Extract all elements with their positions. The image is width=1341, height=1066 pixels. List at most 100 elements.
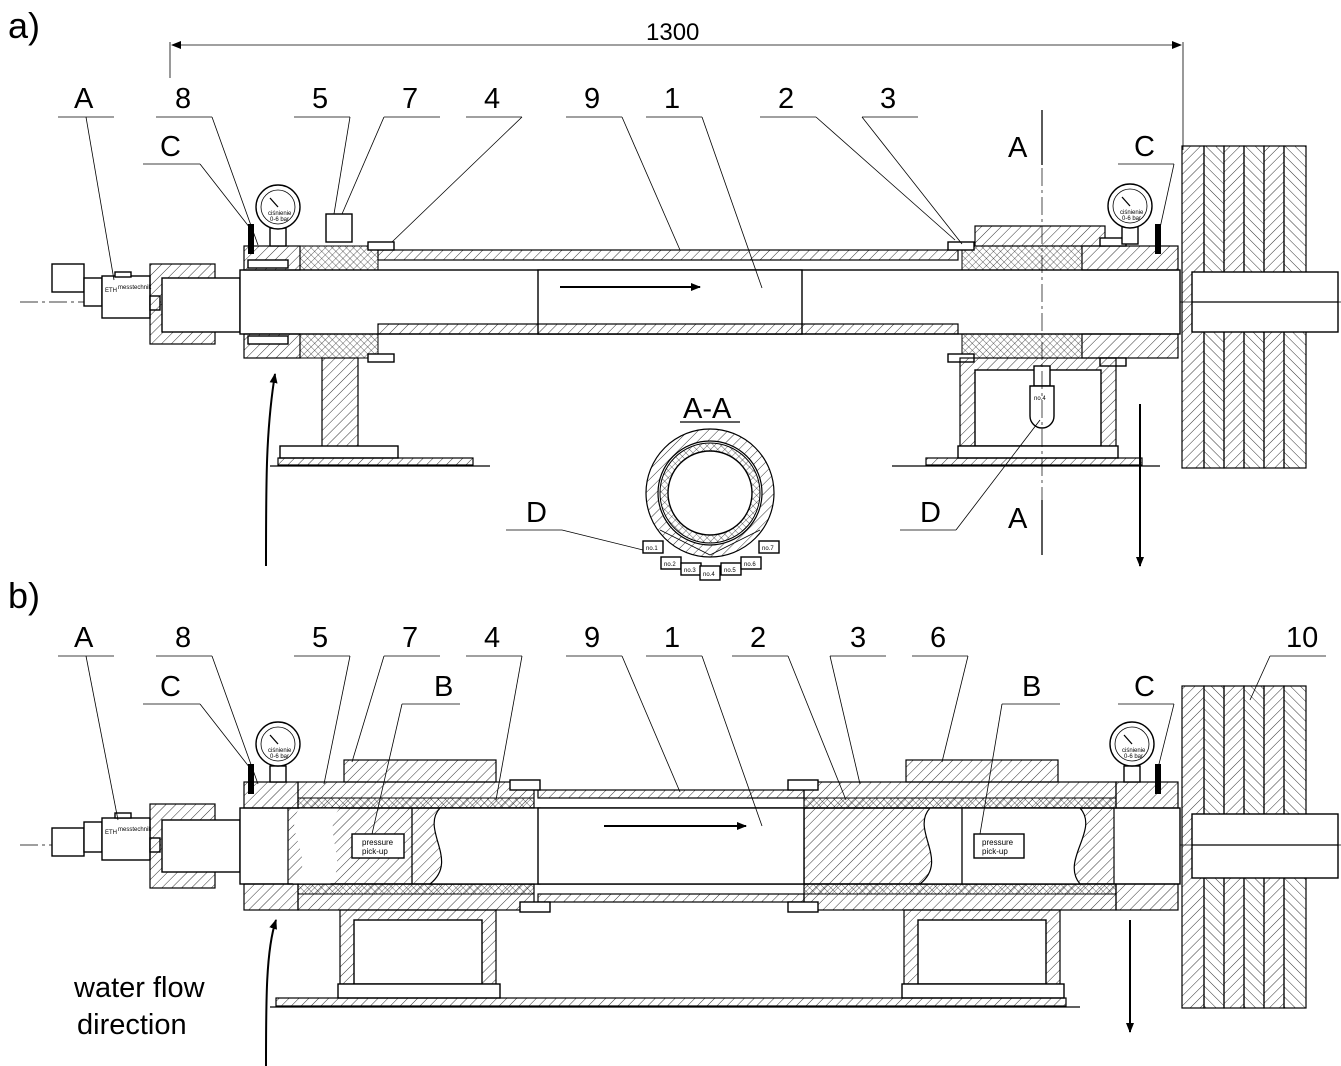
flywheel-a xyxy=(1181,145,1339,469)
test-section-1-b xyxy=(537,807,805,885)
callout-a-1: 1 xyxy=(664,83,680,115)
callout-b-2: 2 xyxy=(750,622,766,654)
test-section-1-a xyxy=(537,269,803,335)
pickup-left-line2: pick-up xyxy=(362,847,388,856)
callout-b-A: A xyxy=(74,622,94,654)
gland-packing-right-bottom xyxy=(961,333,1083,359)
probe-6: no.6 xyxy=(744,562,756,568)
pressure-sensor-a: ETH messtechnik xyxy=(51,263,161,319)
dimension-value: 1300 xyxy=(646,19,699,46)
pressure-pickup-right: pressure pick-up xyxy=(973,833,1025,859)
section-a-a: A-A xyxy=(645,393,775,558)
gland-packing-right-top xyxy=(961,245,1083,271)
right-cap-bottom xyxy=(1081,333,1179,359)
gauge-text-1-left-b: ciśnienie xyxy=(268,748,292,754)
pickup-right-line2: pick-up xyxy=(982,847,1008,856)
valve-c-left-a xyxy=(248,224,254,254)
inlet-pipe-b xyxy=(161,819,241,873)
pickup-right-line1: pressure xyxy=(982,838,1014,847)
flow-note-line2: direction xyxy=(77,1009,187,1041)
sensor-sub-a: messtechnik xyxy=(118,285,152,291)
gland-packing-left-top xyxy=(299,245,379,271)
callout-a-C-right: C xyxy=(1134,131,1155,163)
bolt-7-a xyxy=(325,213,353,243)
callouts-a: A 8 5 7 4 9 1 2 3 C C D D xyxy=(74,83,1155,529)
probe-2: no.2 xyxy=(664,562,676,568)
callout-a-D-right: D xyxy=(920,497,941,529)
probe-3: no.3 xyxy=(684,568,696,574)
panel-b-label: b) xyxy=(8,575,40,616)
callout-b-C-left: C xyxy=(160,671,181,703)
callout-a-C-left: C xyxy=(160,131,181,163)
outer-tube-9-bottom xyxy=(377,323,959,335)
callout-b-1: 1 xyxy=(664,622,680,654)
inflow-arrow-a xyxy=(265,373,278,567)
base-plate-b xyxy=(275,997,1067,1007)
upper-clamp-left-b xyxy=(343,759,497,783)
probe-1: no.1 xyxy=(646,546,658,552)
leaders-b xyxy=(58,655,1326,835)
gauge-text-1-right-b: ciśnienie xyxy=(1122,748,1146,754)
callout-a-8: 8 xyxy=(175,83,191,115)
callout-a-3: 3 xyxy=(880,83,896,115)
callout-b-10: 10 xyxy=(1286,622,1318,654)
pressure-gauge-left-b: ciśnienie 0-6 bar xyxy=(255,721,301,783)
flywheel-b xyxy=(1181,685,1339,1009)
probe-7: no.7 xyxy=(762,546,774,552)
gauge-text-1-left-a: ciśnienie xyxy=(268,211,292,217)
right-flange-top xyxy=(974,225,1106,247)
pickup-left-line1: pressure xyxy=(362,838,394,847)
callout-b-B-right: B xyxy=(1022,671,1041,703)
leaders-a xyxy=(58,116,1175,551)
panel-b: b) ETH messtechnik xyxy=(8,575,1341,1066)
callout-b-C-right: C xyxy=(1134,671,1155,703)
section-mark-bottom: A xyxy=(1008,503,1028,535)
pressure-gauge-right-b: ciśnienie 0-6 bar xyxy=(1109,721,1155,783)
callout-a-5: 5 xyxy=(312,83,328,115)
callouts-b: A 8 5 7 4 9 1 2 3 6 10 B B C C xyxy=(74,622,1318,703)
callout-b-3: 3 xyxy=(850,622,866,654)
sensor-sub-b: messtechnik xyxy=(118,827,152,833)
panel-a: a) 1300 ETH messtechnik xyxy=(8,5,1341,581)
callout-a-D-left: D xyxy=(526,497,547,529)
callout-a-7: 7 xyxy=(402,83,418,115)
gauge-text-2-right-a: 0-6 bar xyxy=(1122,216,1141,222)
callout-a-4: 4 xyxy=(484,83,500,115)
callout-b-6: 6 xyxy=(930,622,946,654)
dimension-1300: 1300 xyxy=(169,19,1184,150)
callout-b-7: 7 xyxy=(402,622,418,654)
inflow-arrow-b xyxy=(265,919,277,1066)
section-mark-top: A xyxy=(1008,132,1028,164)
pressure-sensor-b: ETH messtechnik xyxy=(51,812,161,861)
gland-packing-left-bottom xyxy=(299,333,379,359)
panel-a-label: a) xyxy=(8,5,40,46)
probe-5: no.5 xyxy=(724,568,736,574)
flow-note-line1: water flow xyxy=(73,972,206,1004)
section-title: A-A xyxy=(683,393,732,425)
gauge-text-2-left-b: 0-6 bar xyxy=(270,754,289,760)
callout-b-B-left: B xyxy=(434,671,453,703)
callout-b-9: 9 xyxy=(584,622,600,654)
probe-main-label: no.4 xyxy=(1034,396,1046,402)
gauge-text-2-left-a: 0-6 bar xyxy=(270,217,289,223)
left-support-a xyxy=(321,357,359,449)
callout-b-4: 4 xyxy=(484,622,500,654)
valve-c-right-b xyxy=(1155,764,1161,794)
pressure-gauge-right-a: ciśnienie 0-6 bar xyxy=(1107,183,1153,245)
valve-c-right-a xyxy=(1155,224,1161,254)
sensor-brand-b: ETH xyxy=(105,830,117,836)
inlet-pipe-a xyxy=(161,277,241,333)
probe-d-a: no.4 xyxy=(1029,365,1055,429)
outer-tube-9-b-bottom xyxy=(537,893,805,903)
right-cap-top xyxy=(1081,245,1179,271)
probe-4: no.4 xyxy=(703,572,715,578)
pressure-gauge-left-a: ciśnienie 0-6 bar xyxy=(255,184,301,247)
probe-array: no.1 no.2 no.3 no.4 no.5 no.6 no.7 xyxy=(642,529,780,581)
callout-a-A: A xyxy=(74,83,94,115)
pressure-pickup-left: pressure pick-up xyxy=(351,833,405,859)
callout-a-9: 9 xyxy=(584,83,600,115)
callout-a-2: 2 xyxy=(778,83,794,115)
callout-b-8: 8 xyxy=(175,622,191,654)
upper-clamp-right-b xyxy=(905,759,1059,783)
valve-c-left-b xyxy=(248,764,254,794)
